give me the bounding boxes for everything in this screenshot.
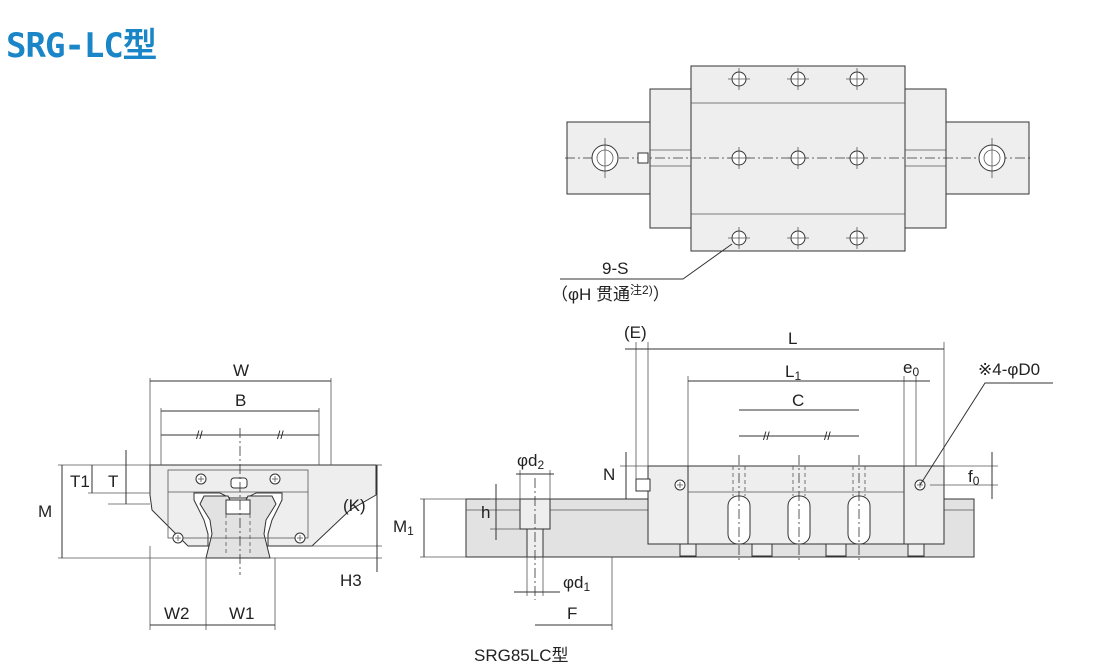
- dim-L1: L1: [785, 362, 801, 383]
- dim-C-slash-left: //: [763, 429, 770, 443]
- dim-H3: H3: [340, 571, 362, 590]
- dim-L: L: [788, 329, 797, 348]
- end-plate-left: [647, 465, 689, 545]
- hole-note-label: （φH 贯通注2)）: [551, 282, 670, 304]
- dim-K: (K): [343, 496, 366, 515]
- dim-D0: ※4-φD0: [978, 360, 1040, 379]
- dim-e0: e0: [903, 358, 919, 379]
- dim-B: B: [235, 391, 246, 410]
- dim-M1: M1: [393, 517, 414, 538]
- top-view: 9-S （φH 贯通注2)）: [551, 65, 1032, 304]
- dim-E: (E): [624, 323, 647, 342]
- dim-W2: W2: [164, 604, 190, 623]
- mounting-holes: [728, 68, 868, 249]
- dim-slash-left: //: [196, 428, 203, 442]
- dim-T1: T1: [70, 472, 90, 491]
- end-plate-right: [903, 465, 945, 545]
- dim-C: C: [792, 391, 804, 410]
- dim-slash-right: //: [277, 428, 284, 442]
- dim-F: F: [567, 604, 577, 623]
- dim-M: M: [38, 502, 52, 521]
- dim-T: T: [108, 472, 118, 491]
- dim-W1: W1: [229, 604, 255, 623]
- dim-d1: φd1: [563, 573, 590, 594]
- dim-h: h: [481, 503, 490, 522]
- side-view: (E) L L1 e0 C // // ※4-φD0 N f0: [393, 323, 1053, 630]
- dim-f0: f0: [968, 467, 980, 488]
- page-title: SRG-LC型: [6, 26, 157, 66]
- figure-caption: SRG85LC型: [474, 646, 569, 665]
- dim-W: W: [233, 361, 249, 380]
- dim-d2: φd2: [517, 451, 544, 472]
- hole-spec-label: 9-S: [602, 259, 628, 278]
- dim-N: N: [603, 465, 615, 484]
- end-view: W B // // M T1 T (K) H3 W2 W1: [38, 361, 382, 630]
- dim-C-slash-right: //: [824, 429, 831, 443]
